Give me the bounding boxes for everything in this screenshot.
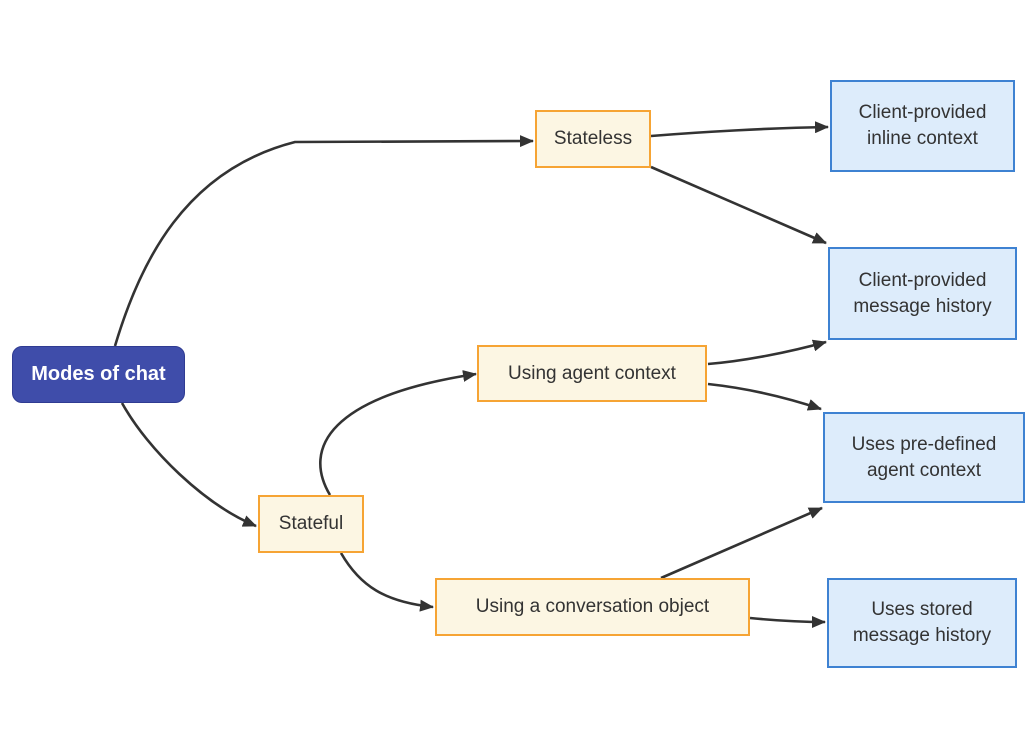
node-stateless: Stateless [535, 110, 651, 168]
node-stateful: Stateful [258, 495, 364, 553]
node-using-a-conversation-object: Using a conversation object [435, 578, 750, 636]
edge-stateless-to-message-history [650, 165, 827, 245]
edge-modes-to-stateful [120, 402, 257, 528]
edge-conversation-object-to-predefined-context [660, 506, 823, 580]
leaf-label-line: Client-provided [858, 102, 987, 124]
edge-conversation-object-to-stored-history [749, 615, 826, 628]
edge-modes-to-stateless [113, 135, 534, 347]
node-client-provided-inline-context: Client-provided inline context [830, 80, 1015, 172]
leaf-label-line: inline context [867, 128, 978, 149]
leaf-label-line: message history [853, 295, 992, 317]
leaf-label-line: Client-provided [858, 269, 987, 291]
leaf-label-line: Uses pre-defined [851, 433, 997, 455]
edge-agent-context-to-message-history [707, 339, 827, 366]
leaf-label-line: Uses stored [871, 599, 973, 621]
node-uses-stored-message-history: Uses stored message history [827, 578, 1017, 668]
node-using-agent-context: Using agent context [477, 345, 707, 402]
edge-stateless-to-inline-context [650, 121, 829, 138]
edge-agent-context-to-predefined-context [707, 382, 822, 411]
edge-stateful-to-agent-context [319, 370, 477, 496]
leaf-label-line: agent context [866, 459, 982, 481]
node-client-provided-message-history: Client-provided message history [828, 247, 1017, 340]
node-modes-of-chat: Modes of chat [12, 346, 185, 403]
leaf-label-line: message history [852, 625, 992, 646]
edge-stateful-to-conversation-object [339, 552, 434, 612]
node-uses-pre-defined-agent-context: Uses pre-defined agent context [823, 412, 1025, 503]
